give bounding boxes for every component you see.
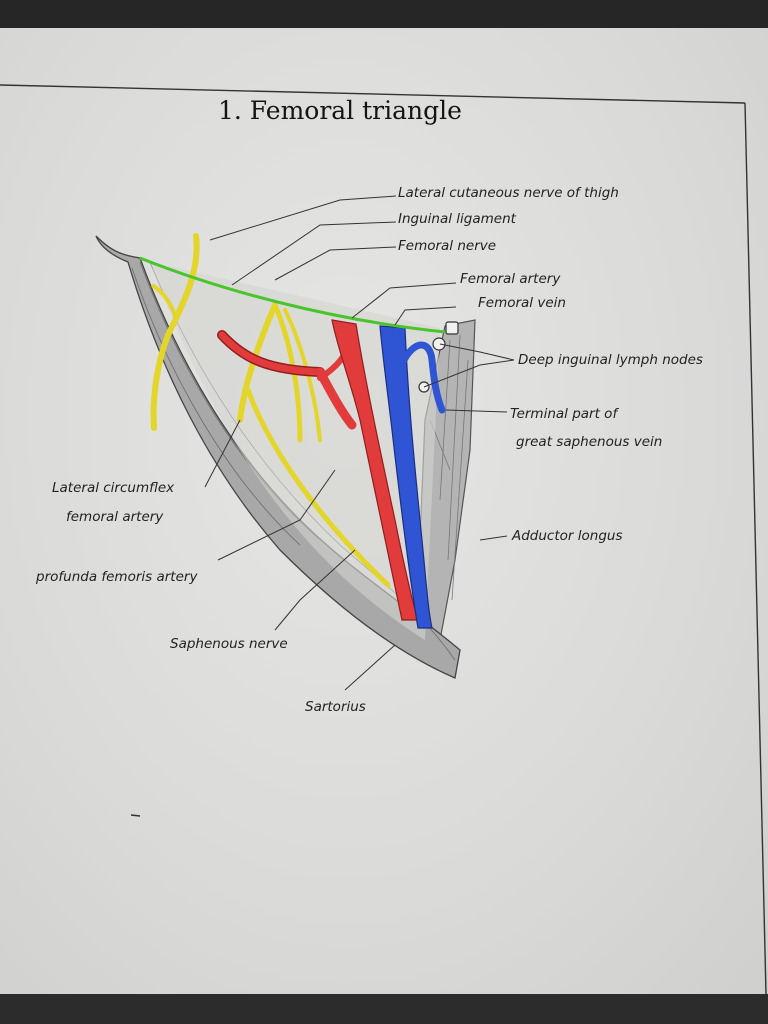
label-great-saphenous-vein-line2: great saphenous vein <box>516 434 662 450</box>
deep-inguinal-lymph-nodes <box>418 321 459 393</box>
page-border <box>0 84 767 995</box>
diagram-title: 1. Femoral triangle <box>218 96 462 125</box>
inguinal-ligament <box>139 256 446 334</box>
label-lateral-circumflex-line2: femoral artery <box>66 509 164 525</box>
femoral-vein <box>379 325 433 629</box>
label-profunda-femoris-artery: profunda femoris artery <box>35 569 198 585</box>
label-great-saphenous-vein-line1: Terminal part of <box>510 406 619 422</box>
label-saphenous-nerve: Saphenous nerve <box>170 636 288 652</box>
label-femoral-artery: Femoral artery <box>460 271 561 287</box>
lateral-circumflex-femoral-artery <box>217 330 357 430</box>
label-lateral-circumflex-line1: Lateral circumflex <box>52 480 175 496</box>
label-femoral-nerve: Femoral nerve <box>398 238 496 254</box>
great-saphenous-vein-terminal <box>400 341 446 414</box>
leader-lines <box>204 195 515 691</box>
triangle-floor <box>150 262 440 640</box>
label-deep-inguinal-lymph-nodes: Deep inguinal lymph nodes <box>518 352 703 368</box>
label-femoral-vein: Femoral vein <box>478 295 566 311</box>
label-sartorius: Sartorius <box>305 699 366 715</box>
bottom-shadow <box>0 994 768 1024</box>
label-inguinal-ligament: Inguinal ligament <box>398 211 517 227</box>
label-adductor-longus: Adductor longus <box>511 528 622 544</box>
lateral-cutaneous-nerve <box>150 233 200 431</box>
lateral-cutaneous-nerve-branch <box>150 283 178 319</box>
pencil-mark <box>130 814 141 817</box>
label-lateral-cutaneous-nerve: Lateral cutaneous nerve of thigh <box>398 185 619 201</box>
